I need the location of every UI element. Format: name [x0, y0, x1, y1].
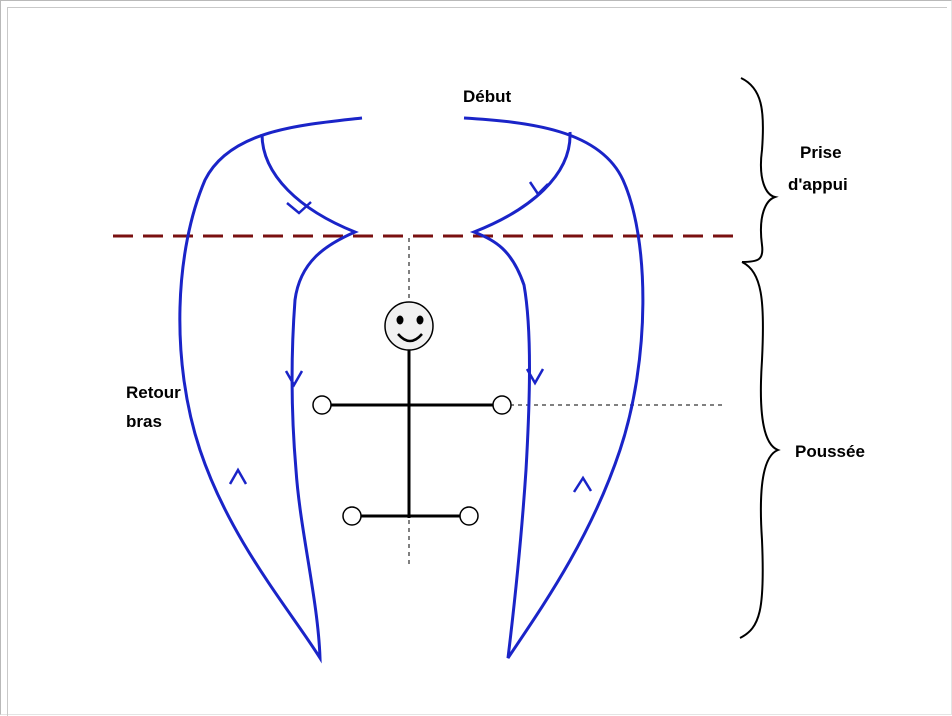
- swimmer-figure: [313, 302, 511, 525]
- label-poussee: Poussée: [795, 442, 865, 461]
- swimmer-left-eye: [397, 316, 404, 325]
- brace-poussee: [740, 262, 778, 638]
- label-prise-line2: d'appui: [788, 175, 848, 194]
- left-arm-path: [180, 118, 362, 658]
- label-debut: Début: [463, 87, 512, 106]
- swimmer-left-foot: [343, 507, 361, 525]
- brace-prise-appui: [741, 78, 775, 262]
- swimmer-left-hand: [313, 396, 331, 414]
- label-retour-line2: bras: [126, 412, 162, 431]
- right-arm-path: [464, 118, 643, 658]
- swimmer-head: [385, 302, 433, 350]
- arrow-left-inner-down: [286, 371, 302, 385]
- arrow-right-inner-top: [530, 182, 548, 194]
- label-retour-line1: Retour: [126, 383, 181, 402]
- swimmer-right-foot: [460, 507, 478, 525]
- label-prise-line1: Prise: [800, 143, 842, 162]
- arrow-left-outer-up: [230, 470, 246, 484]
- swimmer-right-hand: [493, 396, 511, 414]
- arrow-right-outer-up: [574, 478, 591, 492]
- swimmer-right-eye: [417, 316, 424, 325]
